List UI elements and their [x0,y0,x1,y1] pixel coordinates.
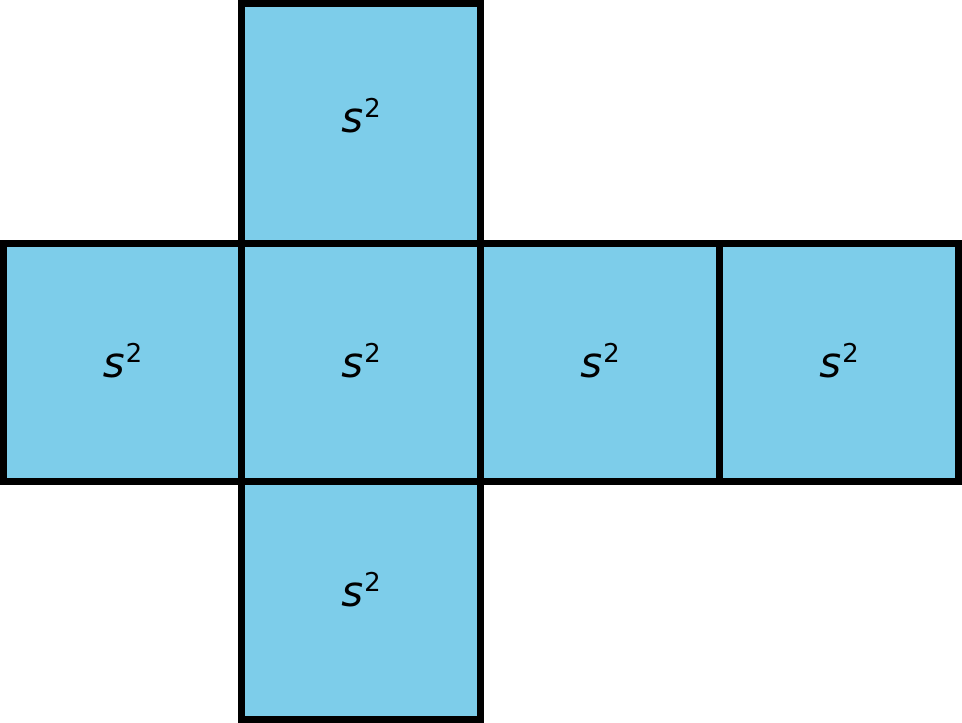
face-label-base: s [341,92,364,142]
face-label-bottom: s2 [341,567,381,613]
face-label-exponent: 2 [364,567,381,598]
cube-face-right: s2 [477,240,723,485]
face-label-exponent: 2 [842,338,859,369]
face-label-base: s [580,337,603,387]
face-label-top: s2 [341,93,381,139]
face-label-left: s2 [103,338,143,384]
cube-face-bottom: s2 [238,478,484,723]
face-label-exponent: 2 [364,338,381,369]
face-label-base: s [102,337,125,387]
face-label-base: s [341,337,364,387]
face-label-exponent: 2 [125,338,143,369]
face-label-base: s [341,566,364,616]
face-label-exponent: 2 [603,338,620,369]
face-label-base: s [819,337,842,387]
face-label-exponent: 2 [364,93,381,124]
cube-face-center: s2 [238,240,484,485]
face-label-right: s2 [580,338,620,384]
cube-face-left: s2 [0,240,245,485]
face-label-center: s2 [341,338,381,384]
cube-face-far-right: s2 [716,240,962,485]
face-label-far-right: s2 [819,338,859,384]
cube-face-top: s2 [238,0,484,247]
